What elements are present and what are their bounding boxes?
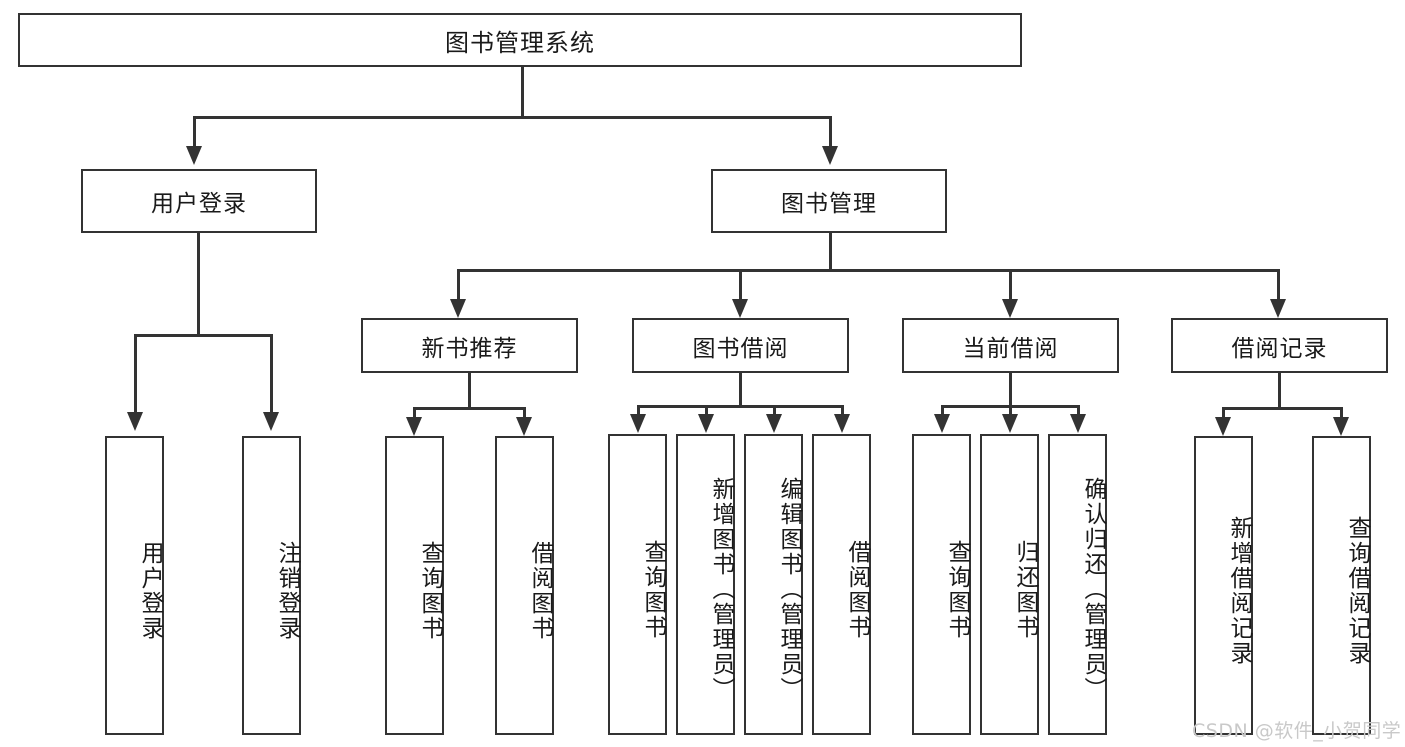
node-label: 新书推荐: [421, 335, 518, 362]
arrow-to-book-borrow-leaf-2: [698, 414, 714, 433]
edge-user-login-leaf2-riser: [270, 334, 273, 414]
edge-new-book-riser-2: [523, 407, 526, 419]
leaf-current-borrow-return[interactable]: 归还图书: [980, 434, 1039, 735]
node-label: 图书管理系统: [445, 28, 595, 57]
edge-new-book-bus: [413, 407, 526, 410]
edge-level3-bus: [457, 269, 1279, 272]
arrow-to-current-borrow: [1002, 299, 1018, 318]
leaf-current-borrow-confirm-return[interactable]: 确认归还（管理员）: [1048, 434, 1107, 735]
edge-book-borrow-drop: [739, 373, 742, 407]
edge-borrow-record-riser-1: [1222, 407, 1225, 419]
edge-new-book-drop: [468, 373, 471, 409]
arrow-to-user-login: [186, 146, 202, 165]
edge-current-borrow-drop: [1009, 373, 1012, 407]
leaf-user-login[interactable]: 用户登录: [105, 436, 164, 735]
node-label: 借阅记录: [1231, 335, 1328, 362]
node-label: 查询借阅记录: [1344, 515, 1370, 666]
node-label: 确认归还（管理员）: [1080, 477, 1106, 702]
leaf-book-borrow-borrow[interactable]: 借阅图书: [812, 434, 871, 735]
node-label: 图书借阅: [692, 335, 789, 362]
watermark-text: CSDN @软件_小贺同学: [1192, 720, 1402, 742]
arrow-to-current-borrow-leaf-3: [1070, 414, 1086, 433]
edge-current-borrow-riser-2: [1009, 405, 1012, 416]
edge-level2-bus: [193, 116, 831, 119]
edge-book-borrow-riser-3: [773, 405, 776, 416]
arrow-to-new-book-leaf-1: [406, 417, 422, 436]
arrow-to-book-borrow-leaf-3: [766, 414, 782, 433]
node-user-login[interactable]: 用户登录: [81, 169, 317, 233]
edge-book-borrow-riser-2: [705, 405, 708, 416]
leaf-borrow-record-add[interactable]: 新增借阅记录: [1194, 436, 1253, 735]
edge-current-borrow-riser-3: [1077, 405, 1080, 416]
edge-user-login-leaf1-riser: [134, 334, 137, 414]
arrow-to-new-book-leaf-2: [516, 417, 532, 436]
arrow-to-new-book-recommend: [450, 299, 466, 318]
node-label: 查询图书: [640, 539, 666, 640]
arrow-to-current-borrow-leaf-1: [934, 414, 950, 433]
node-current-borrow[interactable]: 当前借阅: [902, 318, 1119, 373]
edge-level3-riser-4: [1277, 269, 1280, 301]
node-root-book-management-system[interactable]: 图书管理系统: [18, 13, 1022, 67]
leaf-book-borrow-edit[interactable]: 编辑图书（管理员）: [744, 434, 803, 735]
edge-book-borrow-riser-1: [637, 405, 640, 416]
arrow-to-logout-leaf: [263, 412, 279, 431]
edge-root-drop: [521, 67, 524, 117]
leaf-borrow-record-query[interactable]: 查询借阅记录: [1312, 436, 1371, 735]
node-label: 图书管理: [781, 191, 877, 217]
arrow-to-current-borrow-leaf-2: [1002, 414, 1018, 433]
edge-borrow-record-riser-2: [1340, 407, 1343, 419]
node-book-borrow[interactable]: 图书借阅: [632, 318, 849, 373]
node-label: 用户登录: [137, 540, 163, 641]
node-label: 归还图书: [1012, 539, 1038, 640]
edge-level3-riser-1: [457, 269, 460, 301]
node-new-book-recommend[interactable]: 新书推荐: [361, 318, 578, 373]
edge-level3-riser-3: [1009, 269, 1012, 301]
edge-book-management-drop: [829, 233, 832, 271]
node-label: 查询图书: [417, 540, 443, 641]
leaf-book-borrow-query[interactable]: 查询图书: [608, 434, 667, 735]
node-label: 当前借阅: [962, 335, 1059, 362]
leaf-new-book-borrow[interactable]: 借阅图书: [495, 436, 554, 735]
node-label: 新增图书（管理员）: [708, 477, 734, 702]
edge-level3-riser-2: [739, 269, 742, 301]
arrow-to-book-borrow-leaf-1: [630, 414, 646, 433]
node-book-management[interactable]: 图书管理: [711, 169, 947, 233]
arrow-to-borrow-record: [1270, 299, 1286, 318]
edge-book-borrow-riser-4: [841, 405, 844, 416]
leaf-book-borrow-add[interactable]: 新增图书（管理员）: [676, 434, 735, 735]
node-label: 借阅图书: [844, 539, 870, 640]
node-label: 注销登录: [274, 540, 300, 641]
edge-borrow-record-drop: [1278, 373, 1281, 409]
node-label: 用户登录: [151, 191, 247, 217]
arrow-to-book-borrow: [732, 299, 748, 318]
arrow-to-book-management: [822, 146, 838, 165]
edge-book-borrow-bus: [637, 405, 844, 408]
arrow-to-borrow-record-leaf-1: [1215, 417, 1231, 436]
edge-current-borrow-riser-1: [941, 405, 944, 416]
leaf-new-book-query[interactable]: 查询图书: [385, 436, 444, 735]
node-label: 新增借阅记录: [1226, 515, 1252, 666]
node-borrow-record[interactable]: 借阅记录: [1171, 318, 1388, 373]
node-label: 查询图书: [944, 539, 970, 640]
edge-user-login-bus: [134, 334, 273, 337]
edge-user-login-drop: [197, 233, 200, 335]
edge-new-book-riser-1: [413, 407, 416, 419]
arrow-to-borrow-record-leaf-2: [1333, 417, 1349, 436]
leaf-logout[interactable]: 注销登录: [242, 436, 301, 735]
leaf-current-borrow-query[interactable]: 查询图书: [912, 434, 971, 735]
node-label: 编辑图书（管理员）: [776, 477, 802, 702]
node-label: 借阅图书: [527, 540, 553, 641]
arrow-to-book-borrow-leaf-4: [834, 414, 850, 433]
watermark-csdn: CSDN @软件_小贺同学: [1192, 716, 1401, 743]
arrow-to-user-login-leaf: [127, 412, 143, 431]
edge-level2-left-riser: [193, 116, 196, 148]
edge-borrow-record-bus: [1222, 407, 1342, 410]
edge-level2-right-riser: [829, 116, 832, 148]
